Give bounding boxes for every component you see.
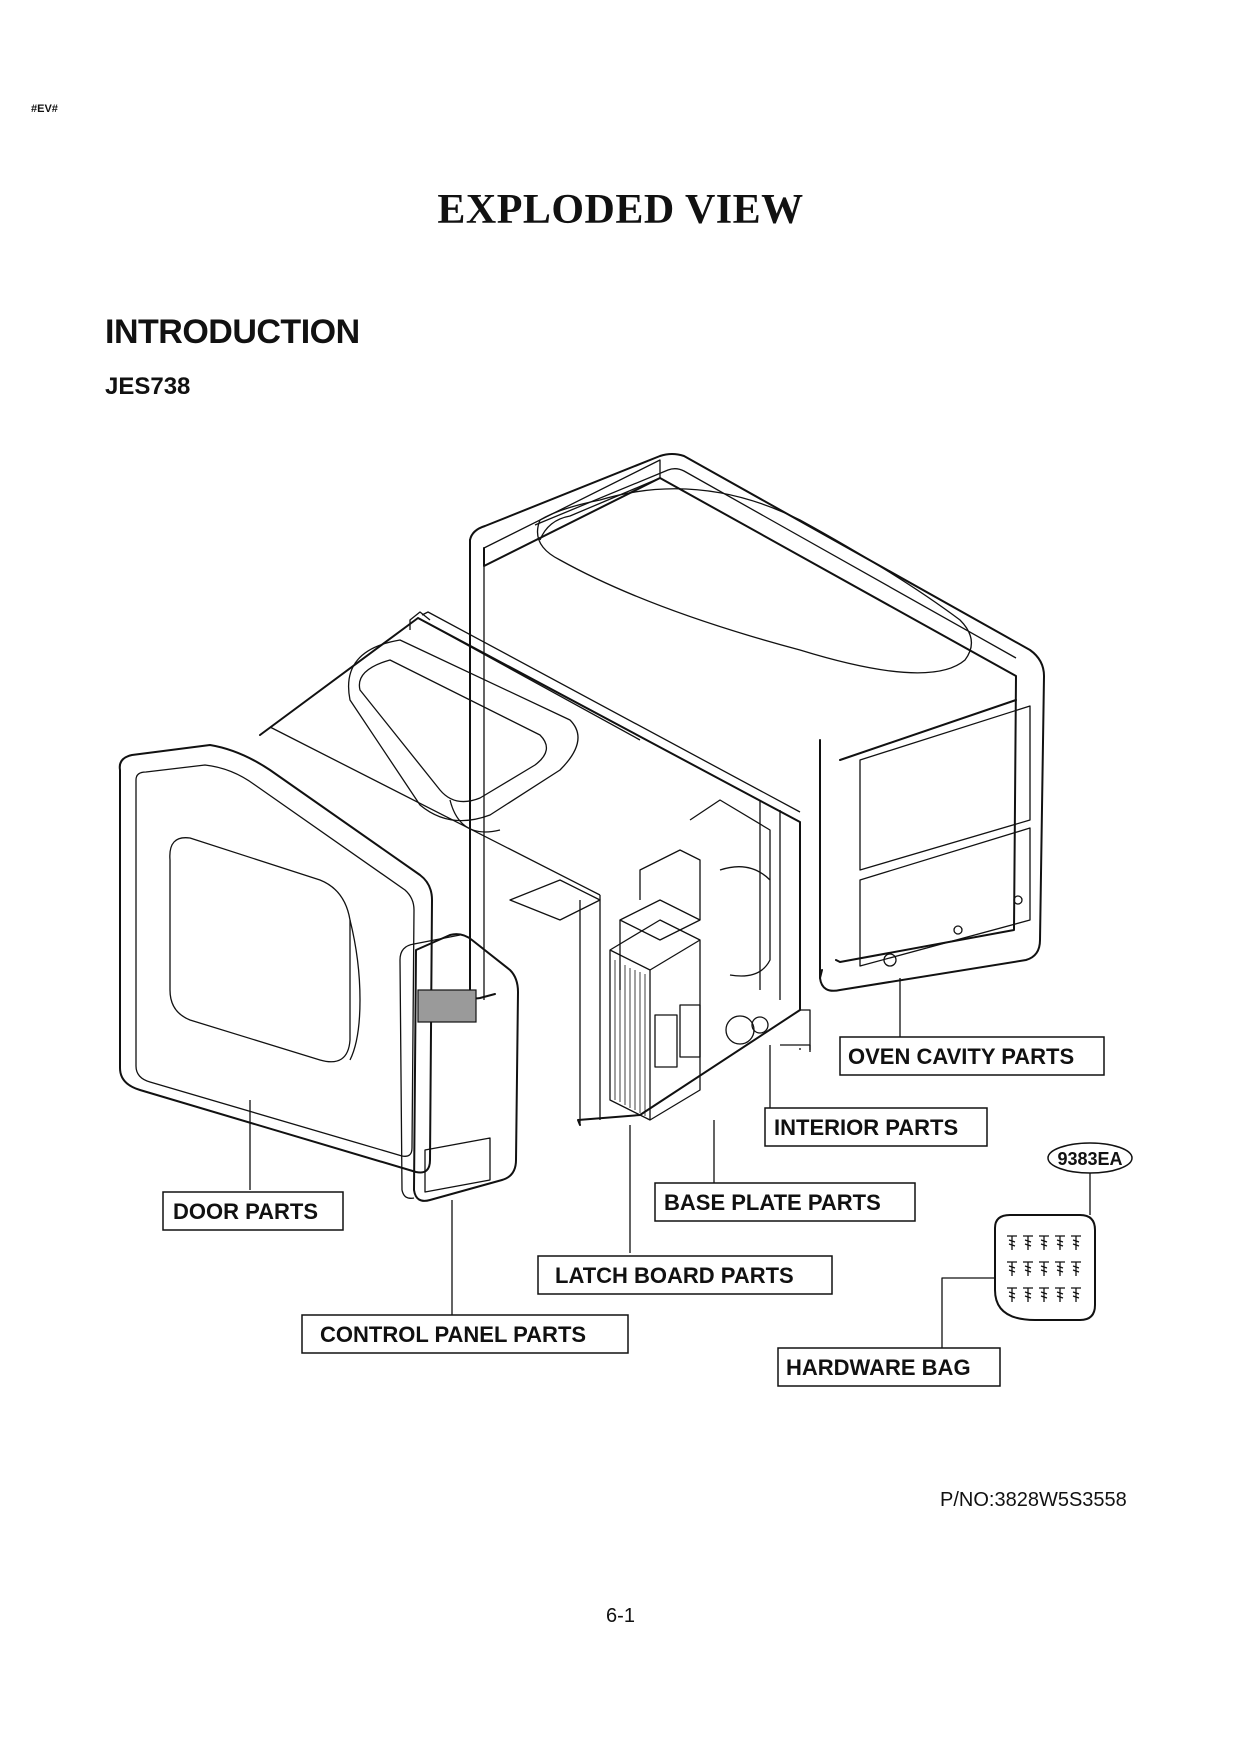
screw-icon [1023, 1261, 1033, 1276]
svg-text:HARDWARE BAG: HARDWARE BAG [786, 1355, 971, 1380]
screw-icon [1039, 1287, 1049, 1302]
transformer-assembly [509, 799, 771, 1121]
screw-icon [1055, 1261, 1065, 1276]
svg-text:DOOR PARTS: DOOR PARTS [173, 1199, 318, 1224]
callout-door: DOOR PARTS [162, 1191, 344, 1231]
svg-text:9383EA: 9383EA [1057, 1149, 1122, 1169]
screw-icon [1055, 1287, 1065, 1302]
document-tag: #EV# [31, 103, 58, 115]
callout-latch-board: LATCH BOARD PARTS [537, 1255, 833, 1295]
svg-text:OVEN CAVITY PARTS: OVEN CAVITY PARTS [848, 1044, 1074, 1069]
svg-text:INTERIOR PARTS: INTERIOR PARTS [774, 1115, 958, 1140]
callout-hardware-bag: HARDWARE BAG [777, 1347, 1001, 1387]
model-number: JES738 [105, 373, 191, 400]
screw-icon [1007, 1261, 1017, 1276]
screw-icon [1071, 1287, 1081, 1302]
callout-hardware-code: 9383EA [1047, 1142, 1133, 1174]
callout-interior: INTERIOR PARTS [764, 1107, 988, 1147]
screw-icon [1055, 1235, 1065, 1250]
screw-icon [1039, 1235, 1049, 1250]
screw-icon [1039, 1261, 1049, 1276]
hardware-bag-illustration [994, 1214, 1096, 1321]
page-title: EXPLODED VIEW [437, 187, 804, 233]
display-window [417, 989, 477, 1023]
screw-icon [1007, 1287, 1017, 1302]
svg-text:LATCH BOARD PARTS: LATCH BOARD PARTS [555, 1263, 794, 1288]
part-number: P/NO:3828W5S3558 [940, 1489, 1127, 1511]
control-panel [399, 933, 519, 1202]
page-number: 6-1 [606, 1605, 635, 1627]
door [118, 744, 433, 1174]
callout-oven-cavity: OVEN CAVITY PARTS [839, 1036, 1105, 1076]
screw-icon [1023, 1287, 1033, 1302]
callout-control-panel: CONTROL PANEL PARTS [301, 1314, 629, 1354]
svg-text:BASE PLATE PARTS: BASE PLATE PARTS [664, 1190, 881, 1215]
screw-icon [1071, 1261, 1081, 1276]
svg-text:CONTROL PANEL PARTS: CONTROL PANEL PARTS [320, 1322, 586, 1347]
screw-icon [1023, 1235, 1033, 1250]
screw-icon [1007, 1235, 1017, 1250]
screws [1007, 1235, 1081, 1302]
callout-base-plate: BASE PLATE PARTS [654, 1182, 916, 1222]
inner-chassis [259, 611, 801, 1126]
section-heading: INTRODUCTION [105, 313, 360, 351]
screw-icon [1071, 1235, 1081, 1250]
